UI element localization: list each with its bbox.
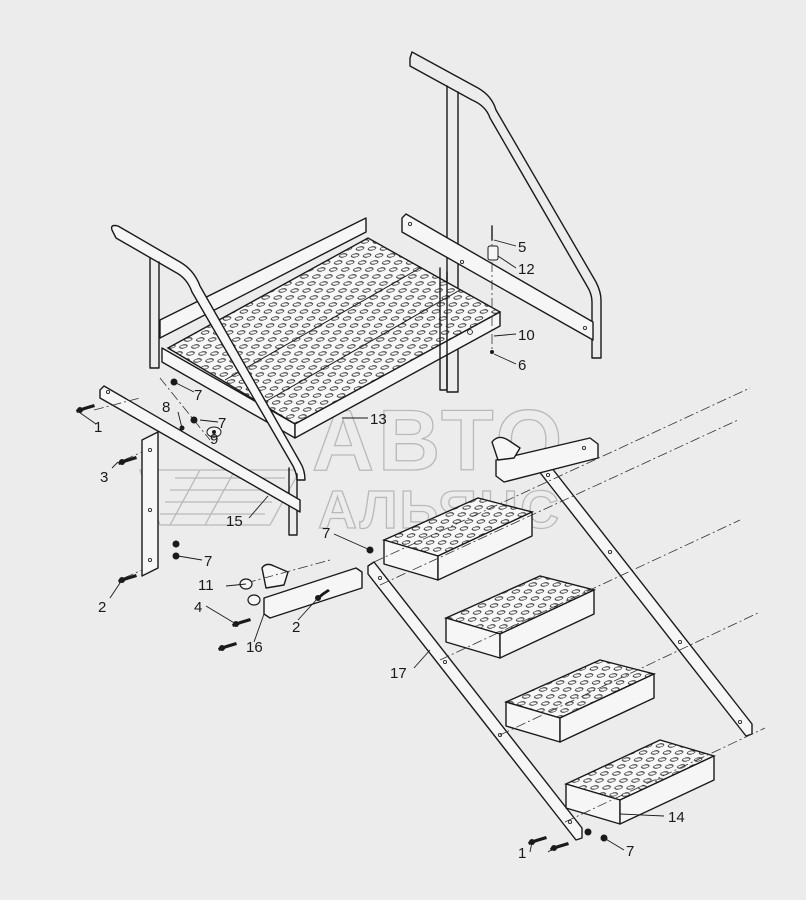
step-tread-3 <box>503 659 657 743</box>
callout-16: 16 <box>246 639 263 656</box>
step-tread-2 <box>443 575 597 659</box>
callout-14: 14 <box>668 809 685 826</box>
callout-12: 12 <box>518 261 535 278</box>
step-treads <box>381 497 716 825</box>
callout-2: 2 <box>292 619 300 636</box>
right-handrail <box>401 51 602 393</box>
callout-7: 7 <box>204 553 212 570</box>
bolt-icon <box>528 836 547 845</box>
callout-7: 7 <box>626 843 634 860</box>
callout-11: 11 <box>198 577 214 594</box>
bolt-icon <box>232 618 251 627</box>
nut-icon <box>172 552 180 560</box>
assembly-center-lines <box>93 226 766 823</box>
callout-7: 7 <box>194 387 202 404</box>
callout-7: 7 <box>322 525 330 542</box>
callout-15: 15 <box>226 513 243 530</box>
nut-icon <box>172 540 180 548</box>
callout-5: 5 <box>518 239 526 256</box>
stair-stringers <box>261 436 753 841</box>
callout-1: 1 <box>94 419 102 436</box>
bolt-icon <box>118 456 137 465</box>
nut-icon <box>190 416 198 424</box>
left-handrail <box>99 224 306 577</box>
callout-6: 6 <box>518 357 526 374</box>
bolt-icon <box>550 842 569 851</box>
step-tread-4 <box>564 739 716 825</box>
washer-icon <box>247 594 261 606</box>
callout-2: 2 <box>98 599 106 616</box>
callout-labels: 1 1 2 2 3 4 5 6 7 7 7 7 7 8 9 10 11 12 1… <box>94 239 685 862</box>
callout-3: 3 <box>100 469 108 486</box>
fasteners <box>76 225 608 851</box>
bolt-icon <box>218 642 237 651</box>
callout-13: 13 <box>370 411 387 428</box>
callout-4: 4 <box>194 599 202 616</box>
callout-1: 1 <box>518 845 526 862</box>
callout-10: 10 <box>518 327 535 344</box>
callout-9: 9 <box>210 431 218 448</box>
callout-8: 8 <box>162 399 170 416</box>
leader-lines <box>75 239 665 853</box>
callout-17: 17 <box>390 665 407 682</box>
pin-icon <box>487 225 499 354</box>
nut-icon <box>584 828 592 836</box>
callout-7: 7 <box>218 415 226 432</box>
step-tread-1 <box>381 497 535 581</box>
